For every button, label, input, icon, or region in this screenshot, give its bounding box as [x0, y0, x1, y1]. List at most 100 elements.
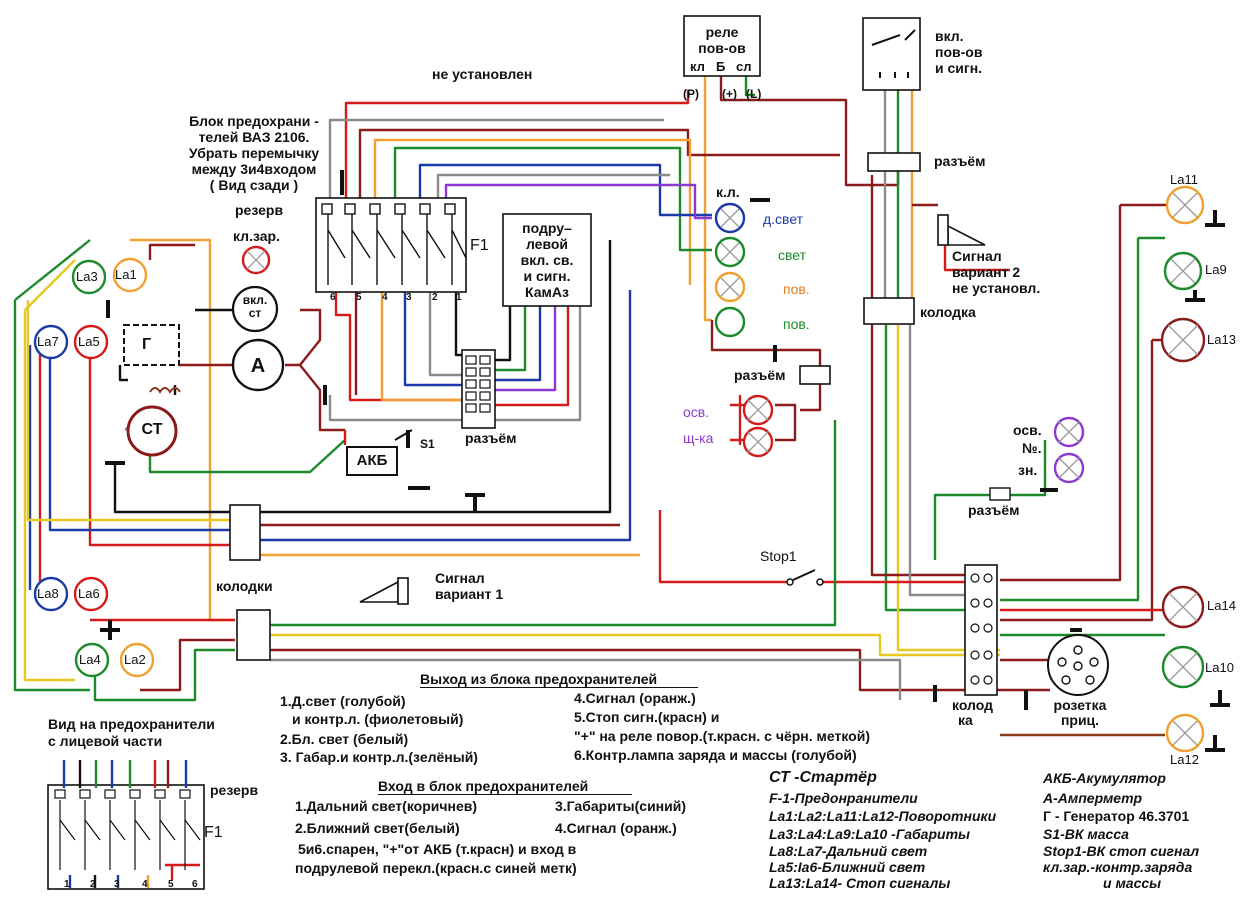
output-line-4: 3. Габар.и контр.л.(зелёный)	[280, 749, 478, 765]
osv-no-label-1: осв.	[1013, 422, 1042, 438]
right-kolodka	[863, 297, 915, 325]
wire-red-stop	[658, 510, 790, 584]
osv-no-label-3: зн.	[1018, 462, 1038, 478]
wire-red-top	[344, 90, 690, 200]
wire-blue-1	[418, 163, 712, 217]
front-view-label-2: с лицевой части	[48, 733, 163, 749]
razem-right-label: разъём	[968, 502, 1020, 518]
lamp-la6-label: La6	[78, 586, 100, 601]
fuse-num-5: 5	[356, 292, 362, 303]
wire-orange-fuse4	[380, 292, 462, 402]
output-line-5: 4.Сигнал (оранж.)	[574, 690, 696, 706]
relay-p: (Р)	[683, 87, 699, 101]
fuse-block-note-4: между 3и4входом	[191, 161, 317, 177]
turn-switch-label-1: вкл.	[935, 28, 964, 44]
wire-gray-2	[436, 173, 670, 200]
fuse-block-rear	[315, 197, 467, 293]
wire-gray-1	[328, 118, 664, 215]
fuse-block-note-5: ( Вид сзади )	[209, 177, 299, 193]
right-connector-top	[867, 152, 921, 172]
fuse-num-6: 6	[330, 292, 336, 303]
legend-line-7: La13:La14- Стоп сигналы	[769, 875, 951, 891]
lamp-la2-label: La2	[124, 652, 146, 667]
wire-red-kolodki	[88, 345, 230, 547]
stalk-label-4: и сигн.	[523, 268, 571, 284]
legend-line-2: F-1-Предонранители	[769, 790, 918, 806]
lamp-la7-label: La7	[37, 334, 59, 349]
fuse-block-note-3: Убрать перемычку	[188, 145, 320, 161]
wire-green-1	[393, 146, 712, 252]
wire-green-la9	[1000, 236, 1165, 602]
ammeter-symbol	[231, 338, 285, 392]
razem-center-label: разъём	[465, 430, 517, 446]
wire-darkred-la13	[1000, 338, 1165, 622]
kl-label: к.л.	[716, 184, 740, 200]
wire-green-akb	[148, 439, 346, 474]
not-installed-label: не установлен	[432, 66, 533, 82]
fuse-bottom-num-1: 1	[64, 879, 70, 890]
lamp-la4-label: La4	[79, 652, 101, 667]
wire-stalk-2	[495, 305, 527, 372]
input-underline	[378, 794, 632, 795]
wire-darkred-2	[358, 128, 840, 200]
starter-symbol	[126, 405, 178, 457]
wire-green-long	[884, 325, 980, 612]
reserve-label: резерв	[235, 202, 284, 218]
wire-stalk-3	[495, 305, 542, 382]
lamp-la11-label: La11	[1170, 172, 1198, 187]
wire-green-left-outer	[13, 239, 91, 692]
input-line-1: 1.Дальний свет(коричнев)	[295, 798, 477, 814]
lamp-la8-label: La8	[37, 586, 59, 601]
mid-connector	[799, 365, 831, 385]
fuse-bottom-num-6: 6	[192, 879, 198, 890]
lamp-la13-label: La13	[1207, 332, 1236, 347]
input-line-6: подрулевой перекл.(красн.с синей метк)	[295, 860, 577, 876]
legend-line-5: La8:La7-Дальний свет	[769, 843, 928, 859]
left-kolodka-2	[236, 609, 271, 661]
wire-darkred-lamps	[710, 320, 822, 412]
kolodka-bottom-label-1: колод	[952, 697, 993, 713]
lamp-la3-label: La3	[76, 269, 98, 284]
wire-black-kolodki	[113, 465, 230, 514]
battery-label: АКБ	[356, 452, 388, 469]
ignition-label-2: ст	[248, 306, 262, 320]
relay-sl: сл	[736, 59, 752, 74]
num-connector	[989, 487, 1011, 501]
output-line-7: "+" на реле повор.(т.красн. с чёрн. метк…	[574, 728, 870, 744]
wire-darkred-h7	[270, 648, 1050, 692]
stalk-label-3: вкл. св.	[520, 252, 574, 268]
generator-box	[123, 324, 180, 366]
legend2-line-7: и массы	[1103, 875, 1162, 891]
output-line-1: 1.Д.свет (голубой)	[280, 693, 406, 709]
output-line-3: 2.Бл. свет (белый)	[280, 731, 409, 747]
starter-label: СТ	[141, 421, 163, 438]
wire-stalk-5	[495, 305, 570, 407]
socket-label-2: приц.	[1060, 712, 1100, 728]
turn-switch-label-3: и сигн.	[935, 60, 983, 76]
osv-label-1: осв.	[683, 404, 710, 420]
fuse-bottom-num-3: 3	[114, 879, 120, 890]
ignition-symbol	[231, 285, 279, 333]
reserve-bottom-label: резерв	[210, 782, 259, 798]
lamp-la5-label: La5	[78, 334, 100, 349]
legend2-line-2: А-Амперметр	[1043, 790, 1143, 806]
legend2-line-1: АКБ-Акумулятор	[1043, 770, 1166, 786]
wire-black-fuse1	[454, 292, 462, 357]
wire-darkred-osv-right	[775, 403, 797, 442]
lamp-la9-label: La9	[1205, 262, 1227, 277]
turn-switch-label-2: пов-ов	[935, 44, 983, 60]
wire-blue-h3	[260, 290, 632, 542]
kl-zar-label: кл.зар.	[233, 228, 280, 244]
lamp-la12-label: La12	[1170, 752, 1199, 767]
legend2-line-6: кл.зар.-контр.заряда	[1043, 859, 1193, 875]
relay-kl: кл	[690, 59, 705, 74]
wire-gray-fuse2	[428, 292, 462, 377]
relay-label-1: реле	[705, 24, 739, 40]
relay-box	[683, 15, 761, 77]
osv-label-2: щ-ка	[683, 430, 714, 446]
fuse-bottom-num-5: 5	[168, 879, 174, 890]
wire-darkred-long	[870, 325, 970, 577]
fuse-bottom-num-4: 4	[142, 879, 148, 890]
relay-b: Б	[716, 59, 726, 74]
stalk-label-5: КамАз	[525, 284, 569, 300]
